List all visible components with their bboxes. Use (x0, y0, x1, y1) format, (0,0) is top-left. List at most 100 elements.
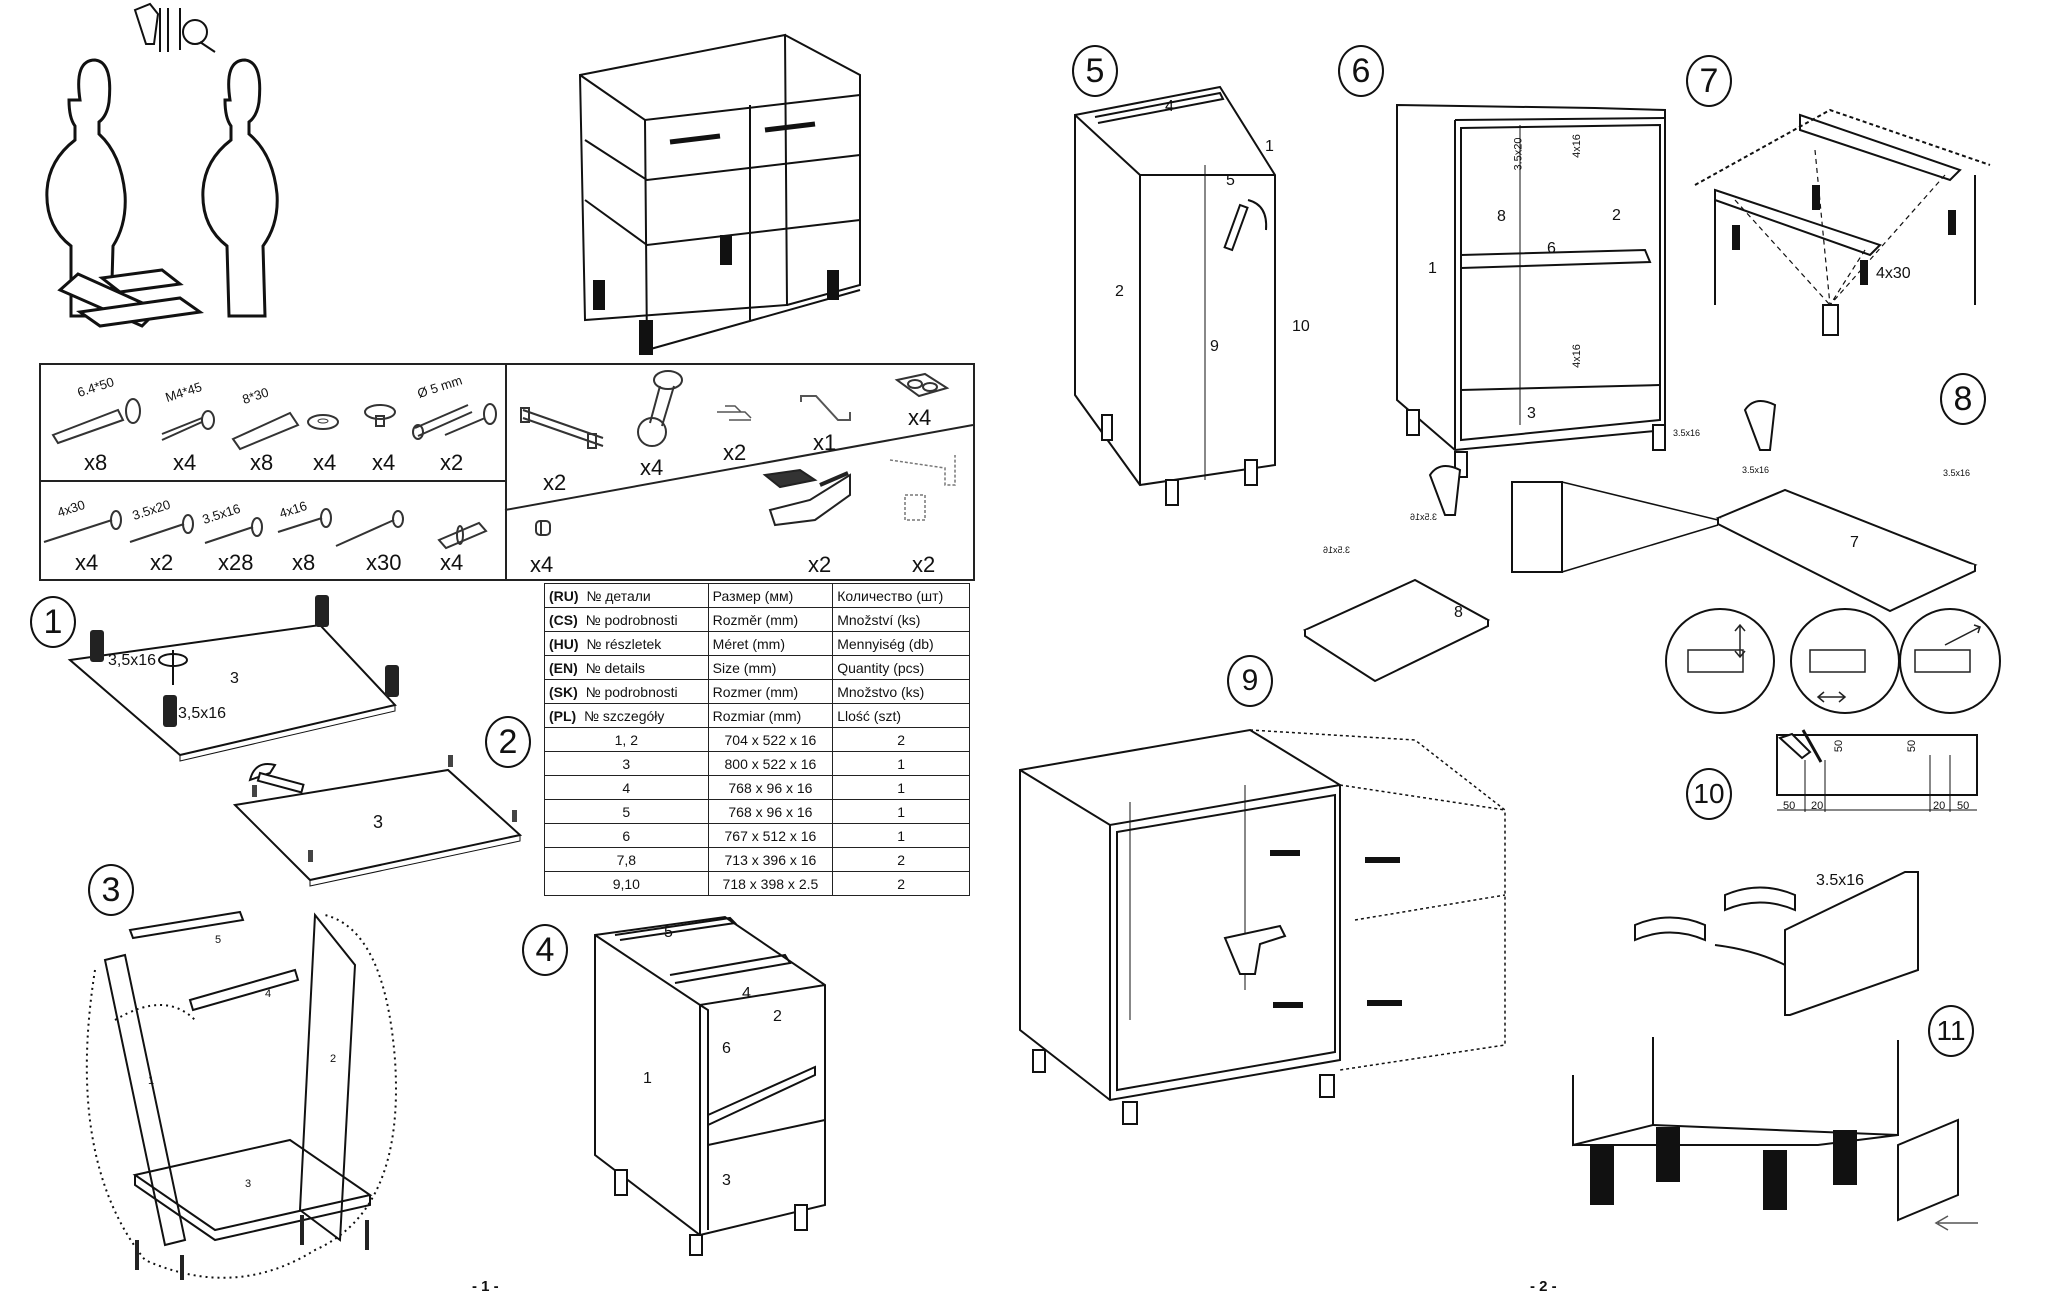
part-label: № детали (586, 587, 651, 604)
drill-icon (1223, 924, 1287, 975)
parts-header-size: Rozmiar (mm) (707, 703, 834, 728)
intro-illustration (45, 2, 279, 328)
hardware-qty: x28 (218, 550, 254, 575)
part-qty: 1 (832, 775, 970, 800)
step-1-diagram (67, 595, 399, 762)
screwdriver-icon (158, 650, 188, 685)
step-4-label-6: 6 (722, 1040, 731, 1057)
parts-header-qty: Quantity (pcs) (832, 655, 970, 680)
part-qty: 2 (832, 727, 970, 752)
step-5-label-5: 5 (1226, 172, 1235, 189)
parts-header-part: (HU) № részletek (544, 631, 709, 656)
step-8-screw-label: 3.5x16 (1323, 545, 1351, 555)
handle-icon (520, 407, 604, 449)
step-number-8: 8 (1940, 373, 1986, 425)
step-11-screw-label: 3.5x16 (1816, 872, 1865, 889)
parts-header-size: Rozměr (mm) (707, 607, 834, 632)
language-code: (PL) (549, 707, 577, 724)
part-qty: 1 (832, 751, 970, 776)
wood-screw-icon (129, 514, 194, 543)
step-1-screw-label: 3,5x16 (108, 652, 157, 669)
hardware-qty: x4 (640, 455, 664, 480)
part-number: 9,10 (544, 871, 709, 896)
hardware-divider-vertical (505, 363, 507, 579)
step-number-7: 7 (1686, 55, 1732, 107)
step-6-label-8: 8 (1497, 208, 1506, 225)
parts-header-qty: Количество (шт) (832, 583, 970, 608)
drill-icon (1822, 304, 1839, 336)
part-size: 704 x 522 x 16 (707, 727, 834, 752)
step-10-dim: 50 (1833, 739, 1846, 753)
parts-header-size: Size (mm) (707, 655, 834, 680)
step-5-label-1: 1 (1265, 138, 1274, 155)
hardware-box (39, 363, 975, 581)
step-number-10: 10 (1686, 768, 1732, 820)
hardware-qty: x4 (440, 550, 464, 575)
step-4-label-5: 5 (664, 924, 673, 941)
hardware-qty: x4 (313, 450, 337, 475)
step-6-screw-label: 4x16 (1570, 134, 1583, 158)
step-6-screw-label: 4x16 (1570, 344, 1583, 368)
person-right-icon (201, 58, 279, 318)
parts-header-size: Rozmer (mm) (707, 679, 834, 704)
step-10-dim: 50 (1906, 739, 1919, 753)
parts-header-size: Размер (мм) (707, 583, 834, 608)
step-5-label-2: 2 (1115, 283, 1124, 300)
shelf-support-icon (437, 521, 488, 550)
hinge-icon (1687, 623, 1981, 703)
parts-header-part: (PL) № szczegóły (544, 703, 709, 728)
part-number: 7,8 (544, 847, 709, 872)
hardware-qty: x30 (366, 550, 402, 575)
plinth-clip-icon (717, 405, 752, 421)
part-size: 768 x 96 x 16 (707, 775, 834, 800)
part-size: 800 x 522 x 16 (707, 751, 834, 776)
person-left-icon (45, 58, 127, 318)
step-6-label-1: 1 (1428, 260, 1437, 277)
drill-icon (1428, 400, 1777, 516)
felt-pad-icon (894, 372, 950, 398)
part-number: 6 (544, 823, 709, 848)
part-size: 713 x 396 x 16 (707, 847, 834, 872)
hardware-qty: x2 (440, 450, 464, 475)
hardware-qty: x2 (150, 550, 174, 575)
part-qty: 1 (832, 799, 970, 824)
step-number-6: 6 (1338, 45, 1384, 97)
step-4-label-3: 3 (722, 1172, 731, 1189)
part-qty: 2 (832, 847, 970, 872)
step-number-3: 3 (88, 864, 134, 916)
hardware-qty: x2 (723, 440, 747, 465)
bumper-icon (535, 520, 551, 536)
step-2-panel-label: 3 (373, 812, 384, 832)
step-10-diagram (1776, 729, 1978, 812)
step-6-diagram (1396, 103, 1666, 478)
cam-bolt-icon (1270, 850, 1402, 1008)
step-1-screw-label: 3,5x16 (178, 705, 227, 722)
step-10-dim: 50 (1783, 800, 1796, 812)
step-11-diagram (1572, 1037, 1978, 1231)
step-6-screw-label: 3.5x20 (1512, 137, 1525, 171)
language-code: (HU) (549, 635, 579, 652)
nail-icon (335, 510, 404, 547)
step-4-diagram (594, 915, 826, 1256)
hardware-qty: x1 (813, 430, 837, 455)
step-8-screw-label: 3.5x16 (1943, 468, 1971, 478)
tools-icon (133, 2, 216, 53)
part-size: 767 x 512 x 16 (707, 823, 834, 848)
parts-table-header-row: (RU) № детали Размер (мм)Количество (шт) (544, 583, 970, 608)
step-10-dim: 20 (1811, 800, 1824, 812)
step-3-label-3: 3 (245, 1178, 252, 1190)
language-code: (RU) (549, 587, 579, 604)
hardware-qty: x4 (908, 405, 932, 430)
shelf-pin-cap-icon (364, 404, 396, 427)
step-10-dim: 20 (1933, 800, 1946, 812)
step-5-label-4: 4 (1165, 98, 1174, 115)
part-label: № details (585, 659, 645, 676)
step-number-1: 1 (30, 596, 76, 648)
